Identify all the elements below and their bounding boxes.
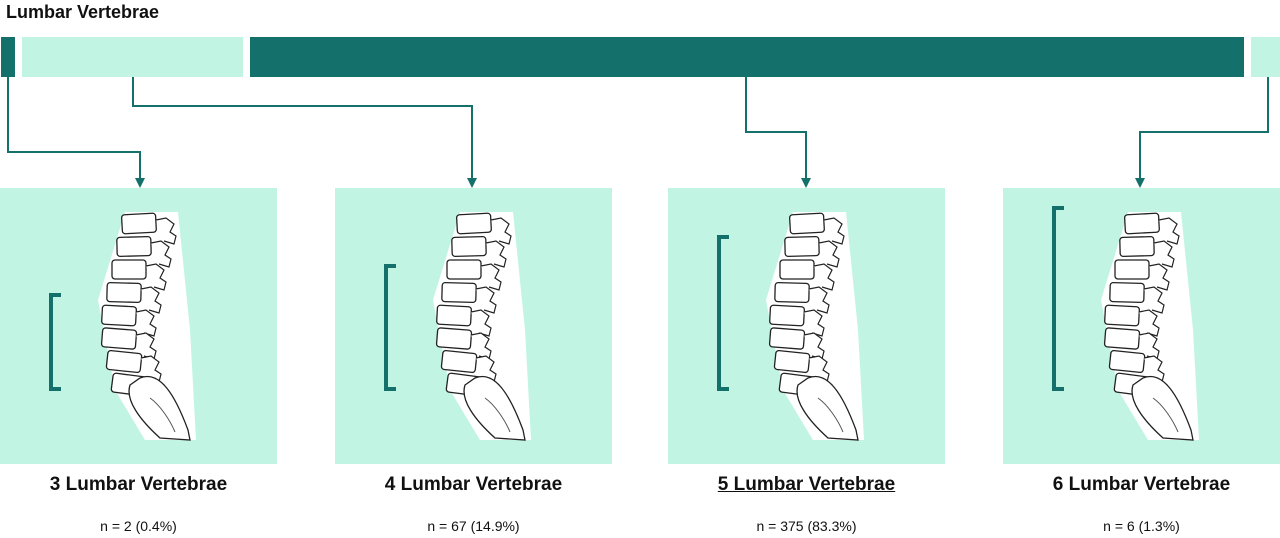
vertebra-body: [1108, 349, 1146, 374]
vertebra-body: [121, 212, 157, 235]
vertebra-process: [1143, 286, 1165, 314]
vertebra-process: [150, 240, 172, 268]
sacrum: [463, 375, 526, 441]
vertebra-body: [779, 259, 815, 280]
connector-line: [7, 77, 141, 180]
group-label: 4 Lumbar Vertebrae: [384, 474, 563, 495]
vertebra-process: [1148, 263, 1170, 291]
vertebra-process: [808, 286, 830, 314]
vertebra-process: [823, 217, 845, 245]
sacrum: [1131, 375, 1194, 441]
group-label: 5 Lumbar Vertebrae: [717, 474, 896, 495]
lumbar-bracket: [49, 293, 61, 391]
vertebra-process: [480, 263, 502, 291]
vertebra-body: [784, 235, 820, 258]
vertebra-process: [475, 286, 497, 314]
group-stat: n = 6 (1.3%): [1103, 518, 1180, 534]
group-label: 6 Lumbar Vertebrae: [1052, 474, 1231, 495]
group-stat: n = 67 (14.9%): [427, 518, 520, 534]
vertebra-body: [789, 212, 825, 235]
spine-illustration: [433, 212, 531, 441]
group-stat: n = 2 (0.4%): [100, 518, 177, 534]
vertebra-process: [818, 240, 840, 268]
vertebra-process: [135, 309, 157, 337]
sacrum-detail: [817, 397, 844, 433]
sacrum-detail: [1152, 397, 1179, 433]
vertebra-process: [155, 217, 177, 245]
lumbar-bracket: [1052, 206, 1064, 391]
proportion-bar-segment-6: [1251, 37, 1280, 77]
connector-line: [745, 77, 807, 180]
vertebra-body: [774, 281, 810, 304]
vertebra-body: [105, 349, 143, 374]
group-stat: n = 375 (83.3%): [756, 518, 857, 534]
proportion-bar-segment-4: [22, 37, 243, 77]
vertebra-body: [436, 304, 472, 327]
vertebra-body: [456, 212, 492, 235]
vertebra-process: [803, 309, 825, 337]
proportion-bar-segment-5: [250, 37, 1244, 77]
spine-illustration: [766, 212, 864, 441]
vertebra-body: [435, 327, 473, 350]
vertebra-process: [1138, 309, 1160, 337]
vertebra-body: [101, 304, 137, 327]
vertebra-process: [813, 263, 835, 291]
vertebra-body: [446, 259, 482, 280]
sacrum-detail: [484, 397, 511, 433]
arrow-head-icon: [467, 178, 477, 188]
vertebra-body: [441, 281, 477, 304]
vertebra-body: [768, 327, 806, 350]
arrow-head-icon: [1135, 178, 1145, 188]
vertebra-body: [100, 327, 138, 350]
vertebra-body: [1104, 304, 1140, 327]
vertebra-body: [1114, 259, 1150, 280]
group-label: 3 Lumbar Vertebrae: [49, 474, 228, 495]
vertebra-process: [490, 217, 512, 245]
vertebra-body: [1109, 281, 1145, 304]
vertebra-body: [1119, 235, 1155, 258]
connector-line: [132, 77, 473, 180]
lumbar-bracket: [717, 235, 729, 391]
arrow-head-icon: [801, 178, 811, 188]
vertebra-body: [440, 349, 478, 374]
sacrum-detail: [149, 397, 176, 433]
spine-illustration: [1101, 212, 1199, 441]
vertebra-process: [1158, 217, 1180, 245]
vertebra-body: [769, 304, 805, 327]
vertebra-body: [451, 235, 487, 258]
vertebra-process: [140, 286, 162, 314]
connector-line: [1139, 77, 1269, 180]
vertebra-process: [470, 309, 492, 337]
lumbar-bracket: [384, 264, 396, 391]
vertebra-body: [106, 281, 142, 304]
spine-illustration: [98, 212, 196, 441]
vertebra-process: [485, 240, 507, 268]
sacrum: [796, 375, 859, 441]
sacrum: [128, 375, 191, 441]
vertebra-process: [145, 263, 167, 291]
vertebra-body: [773, 349, 811, 374]
diagram-title: Lumbar Vertebrae: [6, 2, 160, 22]
proportion-bar-segment-3: [1, 37, 15, 77]
vertebra-body: [1103, 327, 1141, 350]
vertebra-process: [1153, 240, 1175, 268]
vertebra-body: [116, 235, 152, 258]
vertebra-body: [111, 259, 147, 280]
arrow-head-icon: [135, 178, 145, 188]
vertebra-body: [1124, 212, 1160, 235]
